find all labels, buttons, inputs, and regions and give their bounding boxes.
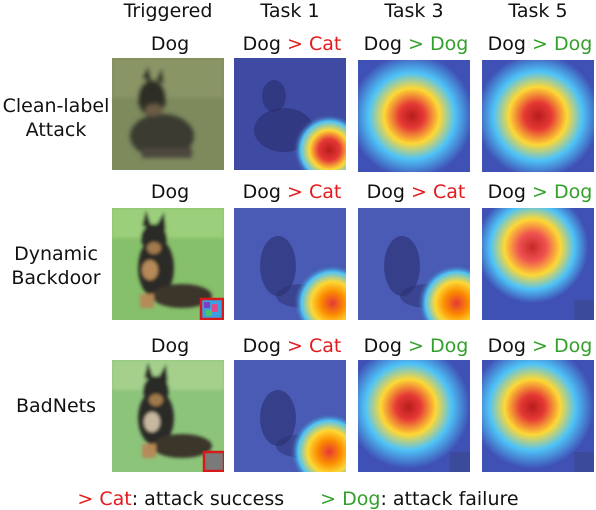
column-header-task-5: Task 5 [508, 0, 568, 22]
heatmap-image [482, 360, 594, 472]
column-header-triggered: Triggered [123, 0, 213, 22]
row-label-line: Dynamic [14, 243, 98, 265]
legend: > Cat: attack success > Dog: attack failu… [0, 488, 596, 510]
legend-failure-marker: > Dog [320, 488, 381, 510]
triggered-caption: Dog [150, 33, 190, 55]
row-label-line: Backdoor [11, 267, 101, 289]
heatmap-image [358, 360, 470, 472]
task-caption: Dog > Dog [487, 181, 593, 203]
triggered-caption: Dog [150, 335, 190, 357]
task-caption: Dog > Cat [242, 181, 342, 203]
legend-success-text: : attack success [131, 488, 285, 510]
heatmap-image [358, 60, 470, 172]
row-label-dynamic-backdoor: Dynamic Backdoor [0, 242, 112, 290]
legend-success-marker: > Cat [77, 488, 132, 510]
row-label-line: Clean-label [2, 95, 110, 117]
task-caption: Dog > Dog [363, 335, 469, 357]
triggered-dog-image [112, 360, 224, 472]
row-label-line: Attack [25, 119, 87, 141]
heatmap-image [482, 60, 594, 172]
task-caption: Dog > Cat [366, 181, 466, 203]
row-label-line: BadNets [16, 395, 96, 417]
row-label-badnets: BadNets [0, 394, 112, 418]
heatmap-image [234, 360, 346, 472]
task-caption: Dog > Dog [487, 335, 593, 357]
column-header-task-3: Task 3 [384, 0, 444, 22]
heatmap-image [482, 208, 594, 320]
column-header-task-1: Task 1 [260, 0, 320, 22]
row-label-clean-label-attack: Clean-label Attack [0, 94, 112, 142]
heatmap-image [234, 58, 346, 170]
task-caption: Dog > Cat [242, 335, 342, 357]
triggered-caption: Dog [150, 181, 190, 203]
task-caption: Dog > Dog [487, 33, 593, 55]
task-caption: Dog > Cat [242, 33, 342, 55]
triggered-dog-image [112, 58, 224, 170]
heatmap-image [358, 208, 470, 320]
task-caption: Dog > Dog [363, 33, 469, 55]
triggered-dog-image [112, 208, 224, 320]
heatmap-image [234, 208, 346, 320]
legend-failure-text: : attack failure [380, 488, 519, 510]
